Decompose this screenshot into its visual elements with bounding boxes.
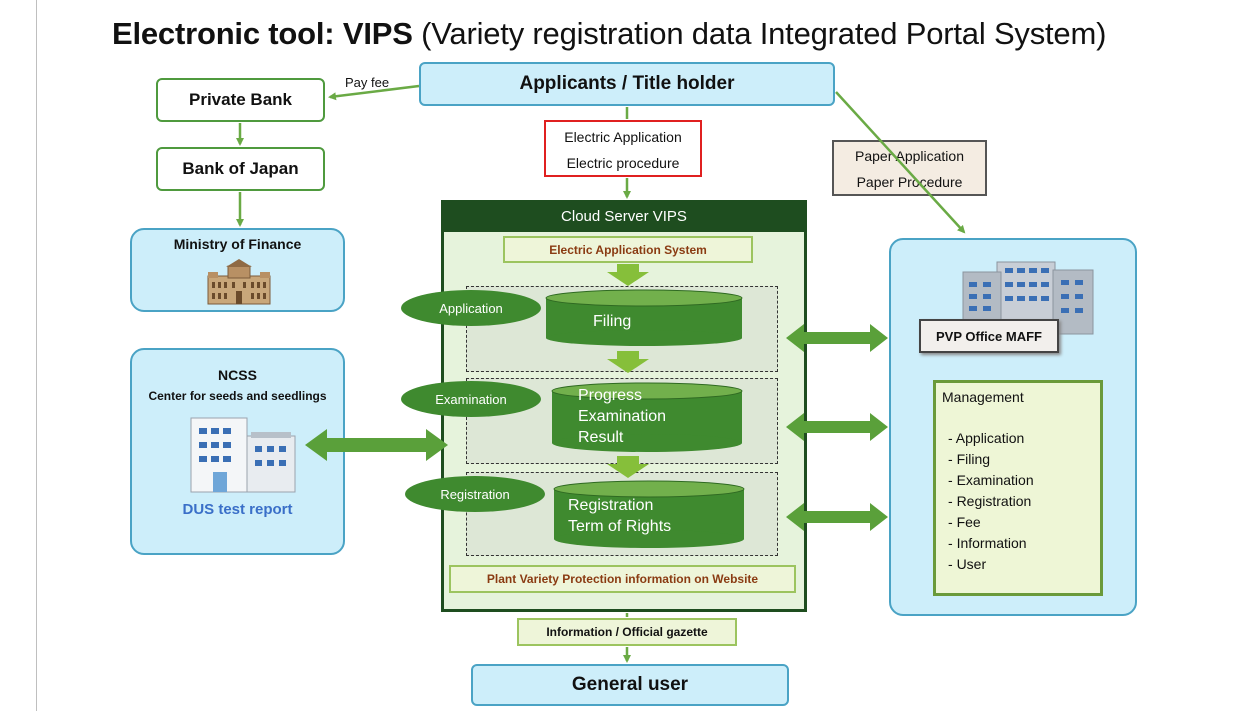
- db-cylinder-registration: [553, 480, 745, 548]
- paper-line-1: Paper Application: [855, 148, 964, 164]
- pay-fee-label: Pay fee: [345, 75, 390, 90]
- db-line: Result: [578, 429, 624, 446]
- stage-ellipse-registration: Registration: [405, 476, 545, 512]
- website-info-label: Plant Variety Protection information on …: [486, 572, 759, 586]
- electric-application-system-box: Electric Application System: [503, 236, 753, 263]
- stage-ellipse-label: Registration: [440, 486, 510, 502]
- management-box: Management Application Filing Examinatio…: [933, 380, 1103, 596]
- cloud-server-header: Cloud Server VIPS: [441, 200, 807, 232]
- management-item: Information: [948, 533, 1094, 554]
- slide-frame: [36, 0, 1247, 711]
- db-cylinders: [545, 289, 745, 548]
- paper-line-2: Paper Procedure: [856, 174, 963, 190]
- management-title: Management: [942, 389, 1024, 405]
- stage-ellipse-examination: Examination: [401, 381, 541, 417]
- management-item: Filing: [948, 449, 1094, 470]
- electric-application-box: Electric Application Electric procedure: [544, 120, 702, 177]
- pay-fee-arrow: [328, 84, 420, 101]
- db-line: Registration: [568, 497, 654, 514]
- double-arrow-1: [786, 324, 888, 352]
- double-arrow-3: [786, 503, 888, 531]
- ncss-node: NCSS Center for seeds and seedlings DUS …: [130, 348, 345, 555]
- electric-application-system-label: Electric Application System: [549, 242, 707, 257]
- paper-path-line: [835, 91, 966, 234]
- page-title: Electronic tool: VIPS (Variety registrat…: [112, 16, 1222, 60]
- applicants-node: Applicants / Title holder: [419, 62, 835, 106]
- private-bank-label: Private Bank: [189, 90, 292, 109]
- management-list: Application Filing Examination Registrat…: [948, 428, 1094, 575]
- general-user-node: General user: [471, 664, 789, 706]
- double-arrow-ncss: [305, 429, 448, 461]
- applicants-label: Applicants / Title holder: [519, 73, 735, 94]
- flow-down-arrow-1: [607, 264, 649, 286]
- flow-down-arrow-3: [607, 456, 649, 478]
- management-item: Examination: [948, 470, 1094, 491]
- db-filing-text: Filing: [593, 311, 631, 332]
- title-bold: Electronic tool: VIPS: [112, 16, 413, 51]
- db-line: Progress: [578, 387, 643, 404]
- info-gazette-label: Information / Official gazette: [546, 625, 708, 639]
- dus-report-label: DUS test report: [182, 501, 293, 518]
- website-info-box: Plant Variety Protection information on …: [449, 565, 796, 593]
- stage-ellipse-label: Examination: [435, 391, 507, 407]
- db-registration-text: Registration Term of Rights: [568, 495, 671, 537]
- stage-ellipse-application: Application: [401, 290, 541, 326]
- electric-line-1: Electric Application: [564, 129, 682, 145]
- db-cylinder-examination: [551, 382, 743, 452]
- management-item: User: [948, 554, 1094, 575]
- paper-application-box: Paper Application Paper Procedure: [832, 140, 987, 196]
- bank-of-japan-label: Bank of Japan: [182, 159, 299, 178]
- private-bank-node: Private Bank: [156, 78, 325, 122]
- bank-of-japan-node: Bank of Japan: [156, 147, 325, 191]
- ncss-title: NCSS: [218, 367, 257, 383]
- cloud-server-title: Cloud Server VIPS: [561, 207, 687, 225]
- general-user-label: General user: [571, 674, 689, 695]
- office-building-icon: [190, 417, 296, 493]
- stage-ellipse-label: Application: [439, 300, 503, 316]
- management-item: Fee: [948, 512, 1094, 533]
- title-rest: (Variety registration data Integrated Po…: [412, 16, 1107, 51]
- db-examination-text: Progress Examination Result: [578, 385, 666, 448]
- db-cylinder-filing: [545, 289, 743, 346]
- electric-line-2: Electric procedure: [566, 155, 680, 171]
- db-line: Examination: [578, 408, 667, 425]
- management-item: Application: [948, 428, 1094, 449]
- ncss-subtitle: Center for seeds and seedlings: [148, 389, 327, 403]
- db-line: Filing: [593, 313, 632, 330]
- db-line: Term of Rights: [568, 518, 672, 535]
- double-arrows: [305, 324, 888, 531]
- ministry-of-finance-node: Ministry of Finance: [130, 228, 345, 312]
- flow-down-arrow-2: [607, 351, 649, 373]
- government-building-icon: [207, 259, 271, 305]
- ministry-of-finance-label: Ministry of Finance: [173, 236, 302, 252]
- office-tower-icon: [962, 261, 1094, 335]
- management-item: Registration: [948, 491, 1094, 512]
- pvp-office-label-box: PVP Office MAFF: [919, 319, 1059, 353]
- flow-down-arrows: [607, 264, 649, 478]
- pvp-office-label: PVP Office MAFF: [936, 328, 1042, 344]
- double-arrow-2: [786, 413, 888, 441]
- info-gazette-box: Information / Official gazette: [517, 618, 737, 646]
